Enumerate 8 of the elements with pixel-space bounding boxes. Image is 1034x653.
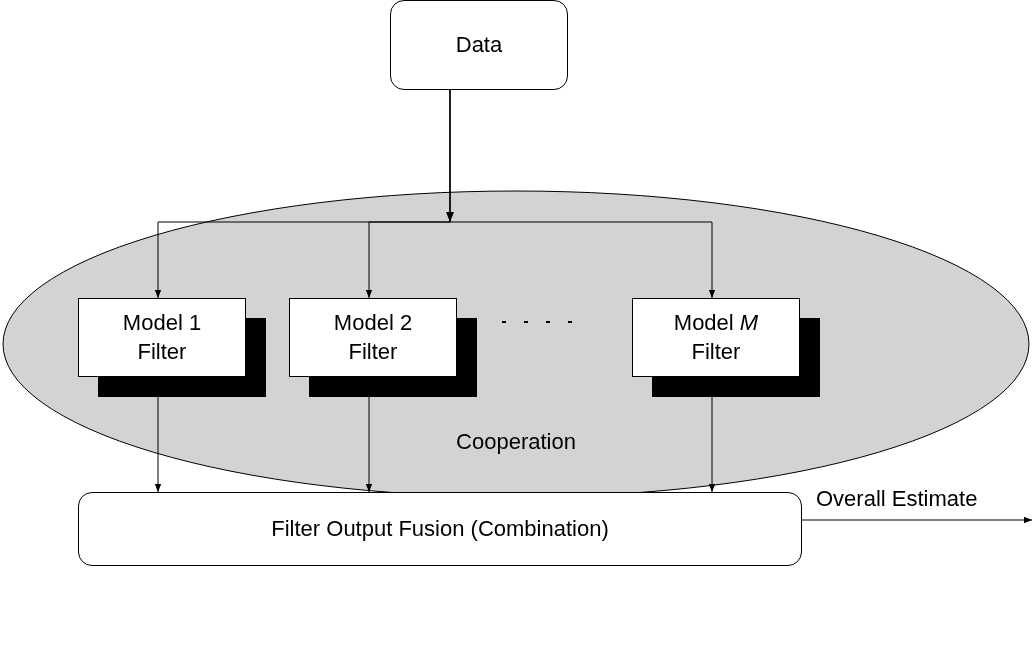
region-label: Cooperation [455,428,577,456]
arrow [154,396,162,493]
arrow [365,396,373,493]
process-box: Data [390,0,568,90]
arrow [449,89,716,299]
process-box: Filter Output Fusion (Combination) [78,492,802,566]
arrow [708,396,716,493]
arrow [801,516,1033,524]
